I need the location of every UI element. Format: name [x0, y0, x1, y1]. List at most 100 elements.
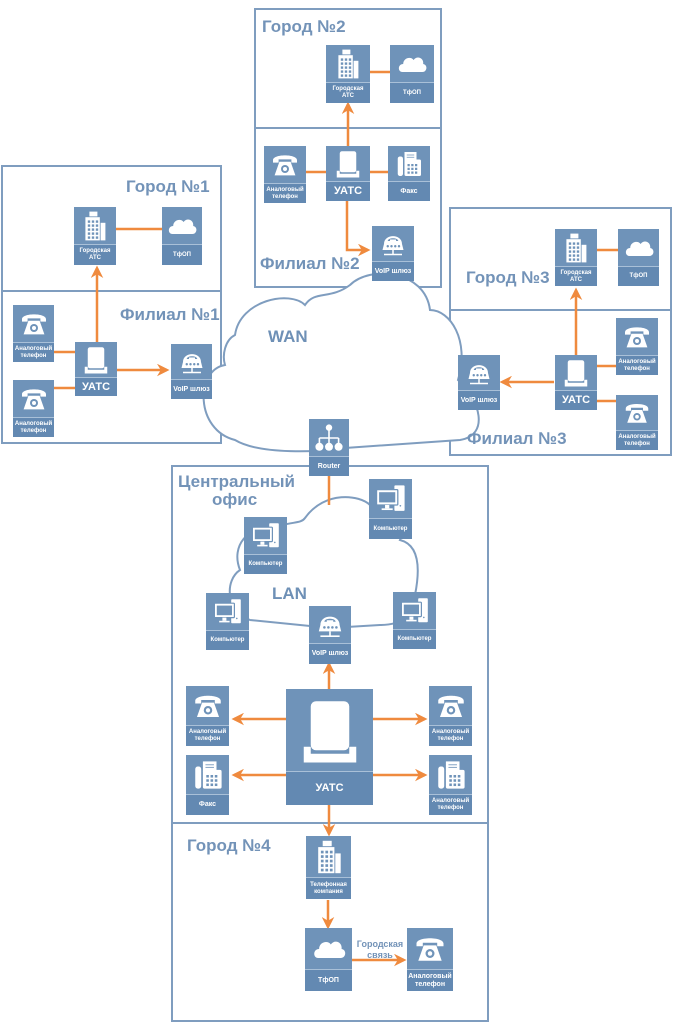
pbx-icon: [75, 342, 117, 378]
phone-company-label-line: Телефонная: [310, 881, 347, 888]
computer-top-left[interactable]: Компьютер: [244, 517, 287, 574]
analog-phone-central-right-label-line: телефон: [437, 736, 464, 742]
cloud-icon: [390, 45, 434, 83]
fax-central-right-label-line: телефон: [437, 805, 464, 811]
computer-bottom-left[interactable]: Компьютер: [206, 593, 249, 650]
building-icon: [326, 45, 370, 83]
computer-top-left-label: Компьютер: [244, 554, 287, 574]
router[interactable]: Router: [309, 419, 349, 476]
computer-bottom-right[interactable]: Компьютер: [393, 592, 436, 649]
voip-gateway-3[interactable]: VoIP шлюз: [458, 355, 500, 410]
router-icon: [309, 419, 349, 457]
title-central-line2: офис: [212, 490, 258, 509]
phone-company-label-line: компания: [314, 888, 343, 895]
pbx-3-label: УАТС: [555, 390, 597, 410]
pstn-4-label: ТфОП: [305, 969, 352, 991]
analog-phone-3a-label-line: Аналоговый: [618, 358, 656, 365]
analog-phone-1a-label-line: Аналоговый: [14, 345, 53, 352]
pstn-1[interactable]: ТфОП: [162, 207, 202, 265]
pbx-3[interactable]: УАТС: [555, 355, 597, 410]
pbx-central-label: УАТС: [286, 771, 373, 805]
telephone-icon: [264, 146, 306, 184]
pbx-1[interactable]: УАТС: [75, 342, 117, 396]
analog-phone-2-label-line: телефон: [272, 193, 298, 200]
analog-phone-3b-label-line: телефон: [624, 440, 650, 447]
fax-icon: [186, 755, 229, 795]
voip-gateway-icon: [171, 344, 212, 380]
city-ats-3-label-line: Городская: [560, 269, 592, 276]
cloud-icon: [618, 229, 659, 267]
fax-2[interactable]: Факс: [388, 146, 430, 201]
fax-icon: [429, 755, 472, 795]
pstn-4[interactable]: ТфОП: [305, 928, 352, 991]
voip-gateway-central[interactable]: VoIP шлюз: [309, 606, 351, 664]
voip-gateway-2-label: VoIP шлюз: [372, 261, 414, 281]
voip-gateway-icon: [309, 606, 351, 644]
title-branch3: Филиал №3: [467, 429, 567, 448]
computer-bottom-right-label: Компьютер: [393, 629, 436, 649]
city-ats-2-label-line: АТС: [341, 93, 355, 99]
telephone-icon: [616, 395, 658, 431]
analog-phone-central-left-label-line: телефон: [194, 736, 221, 742]
voip-gateway-2[interactable]: VoIP шлюз: [372, 226, 414, 281]
computer-icon: [393, 592, 436, 630]
city-link-label-l1: Городская: [356, 939, 404, 949]
title-city2: Город №2: [262, 17, 346, 36]
computer-top-right[interactable]: Компьютер: [369, 479, 412, 539]
cloud-icon: [162, 207, 202, 245]
pstn-2-label: ТфОП: [390, 82, 434, 103]
city-ats-1-label-line: Городская: [79, 248, 111, 255]
pbx-2[interactable]: УАТС: [326, 146, 370, 201]
computer-icon: [369, 479, 412, 519]
computer-bottom-left-label: Компьютер: [206, 630, 249, 650]
pbx-2-label: УАТС: [326, 181, 370, 201]
voip-gateway-icon: [458, 355, 500, 391]
lan-label: LAN: [272, 584, 307, 603]
building-icon: [74, 207, 116, 245]
analog-phone-1a-label-line: телефон: [20, 352, 47, 359]
computer-top-right-label: Компьютер: [369, 518, 412, 539]
telephone-icon: [186, 686, 229, 726]
telephone-icon: [407, 928, 453, 970]
city-ats-3-label-line: АТС: [569, 276, 583, 283]
pbx-central[interactable]: УАТС: [286, 689, 373, 805]
pbx-1-label: УАТС: [75, 377, 117, 396]
pstn-2[interactable]: ТфОП: [390, 45, 434, 103]
voip-gateway-1[interactable]: VoIP шлюз: [171, 344, 212, 399]
pstn-3[interactable]: ТфОП: [618, 229, 659, 286]
telephone-icon: [13, 305, 54, 343]
analog-phone-3a-label-line: телефон: [624, 365, 650, 372]
link-pbx2-voip2: [345, 200, 371, 257]
title-central-line1: Центральный: [178, 472, 295, 491]
voip-gateway-3-label: VoIP шлюз: [458, 390, 500, 410]
city-ats-1-label-line: АТС: [88, 255, 102, 261]
fax-central-right-label-line: Аналоговый: [431, 798, 470, 805]
fax-central-left[interactable]: Факс: [186, 755, 229, 815]
wan-label: WAN: [268, 327, 308, 346]
pstn-1-label: ТфОП: [162, 244, 202, 265]
building-icon: [555, 229, 597, 267]
